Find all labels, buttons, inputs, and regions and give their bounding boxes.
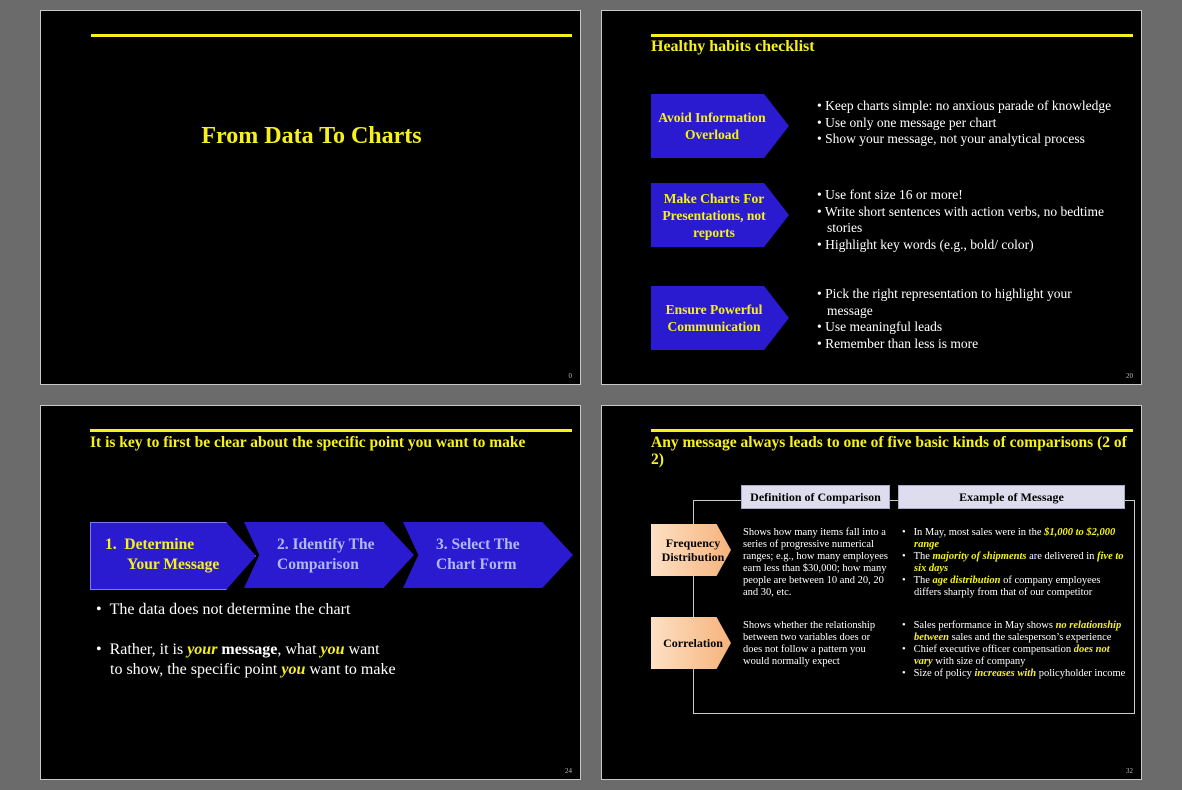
definition-header: Definition of Comparison (741, 485, 890, 509)
page-number: 32 (1126, 767, 1133, 775)
step-label-1: 1. Determine Your Message (105, 522, 245, 588)
habit-chevron-2 (651, 183, 789, 247)
slide-20[interactable]: Healthy habits checklist Avoid Informati… (601, 10, 1142, 385)
bullet: • Write short sentences with action verb… (817, 203, 1104, 236)
habit-bullets-2: • Use font size 16 or more! • Write shor… (817, 187, 1132, 253)
habit-bullets-1: • Keep charts simple: no anxious parade … (817, 98, 1137, 148)
bullet: • Use meaningful leads (817, 319, 943, 334)
key-bullets: • The data does not determine the chart … (96, 600, 396, 680)
slide-24[interactable]: It is key to first be clear about the sp… (40, 405, 581, 780)
step-number: 1. (105, 536, 117, 553)
habit-label-1: Avoid Information Overload (658, 110, 766, 142)
habit-chevron-3 (651, 286, 789, 350)
step-line1: 2. Identify The (277, 536, 375, 553)
example-item: • Size of policy increases with policyho… (902, 668, 1126, 679)
step-chevron-1 (90, 522, 256, 590)
slide-32[interactable]: Any message always leads to one of five … (601, 405, 1142, 780)
bullet: • Highlight key words (e.g., bold/ color… (817, 236, 1034, 252)
slide-title: It is key to first be clear about the sp… (90, 434, 526, 451)
correlation-examples: • Sales performance in May shows no rela… (902, 620, 1127, 680)
page-number: 0 (568, 372, 573, 380)
row-label-frequency: Frequency Distribution (651, 524, 731, 576)
bullet: • The data does not determine the chart (96, 601, 351, 618)
correlation-definition: Shows whether the relationship between t… (743, 620, 876, 667)
example-item: • Chief executive officer compensation d… (902, 644, 1110, 667)
habit-chevron-1 (651, 94, 789, 158)
example-item: • In May, most sales were in the $1,000 … (902, 527, 1116, 550)
page-number: 24 (565, 767, 572, 775)
step-label-3: 3. Select The Chart Form (436, 522, 556, 588)
example-item: • The age distribution of company employ… (902, 575, 1101, 598)
title-rule (91, 34, 572, 37)
example-item: • The majority of shipments are delivere… (902, 551, 1124, 574)
title-rule (90, 429, 572, 432)
habit-bullets-3: • Pick the right representation to highl… (817, 286, 1107, 352)
step-label-2: 2. Identify The Comparison (277, 522, 397, 588)
title-rule (651, 429, 1133, 432)
row-label-correlation: Correlation (651, 617, 731, 669)
page-number: 20 (1126, 372, 1133, 380)
frequency-examples: • In May, most sales were in the $1,000 … (902, 527, 1127, 599)
step-line2: Your Message (127, 556, 220, 573)
title-rule (651, 34, 1133, 37)
bullet: • Remember than less is more (817, 335, 979, 351)
habit-label-2: Make Charts For Presentations, not repor… (662, 190, 766, 240)
bullet: • Use font size 16 or more! (817, 187, 963, 202)
step-line2: Comparison (277, 556, 359, 573)
step-line2: Chart Form (436, 556, 517, 573)
example-item: • Sales performance in May shows no rela… (902, 620, 1122, 643)
frequency-definition: Shows how many items fall into a series … (743, 527, 888, 598)
step-chevron-3 (403, 522, 573, 588)
bullet: • Rather, it is your message, what you w… (96, 641, 396, 678)
bullet: • Keep charts simple: no anxious parade … (817, 98, 1112, 113)
habit-label-3: Ensure Powerful Communication (665, 302, 763, 334)
slide-0[interactable]: From Data To Charts 0 (40, 10, 581, 385)
example-header: Example of Message (898, 485, 1125, 509)
slide-title: From Data To Charts (201, 123, 422, 149)
bullet: • Show your message, not your analytical… (817, 131, 1085, 146)
slide-title: Healthy habits checklist (651, 38, 815, 55)
step-line1: 3. Select The (436, 536, 520, 553)
step-line1: Determine (124, 536, 195, 553)
slide-title: Any message always leads to one of five … (651, 434, 1127, 468)
bullet: • Use only one message per chart (817, 114, 997, 130)
bullet: • Pick the right representation to highl… (817, 286, 1072, 318)
step-chevron-2 (244, 522, 414, 588)
